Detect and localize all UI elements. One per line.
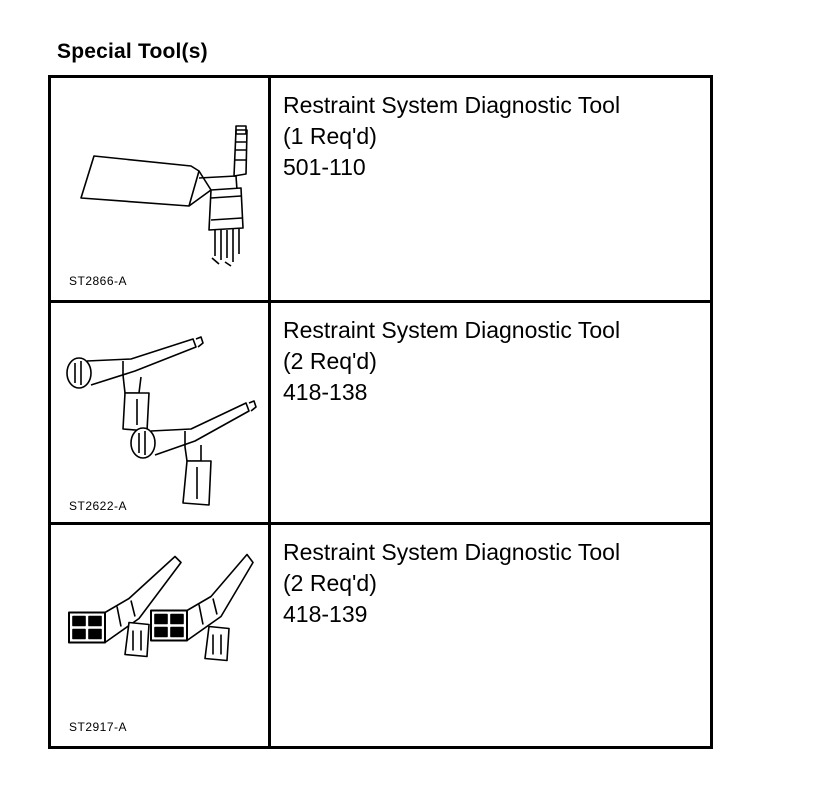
tool-name: Restraint System Diagnostic Tool — [283, 317, 621, 343]
diagnostic-lead-illustration — [66, 336, 257, 506]
tool-illustration-cell: ST2622-A — [51, 303, 271, 522]
tool-description: Restraint System Diagnostic Tool (1 Req'… — [283, 90, 702, 183]
tool-quantity: (1 Req'd) — [283, 123, 377, 149]
special-tools-table: ST2866-A Restraint System Diagnostic Too… — [48, 75, 713, 749]
tool-part-number: 418-138 — [283, 379, 368, 405]
tool-row: ST2622-A Restraint System Diagnostic Too… — [51, 303, 710, 525]
illustration-code: ST2917-A — [69, 720, 128, 734]
diagnostic-connector-illustration — [68, 553, 254, 662]
tool-description: Restraint System Diagnostic Tool (2 Req'… — [283, 315, 702, 408]
tool-row: ST2917-A Restraint System Diagnostic Too… — [51, 525, 710, 746]
tool-name: Restraint System Diagnostic Tool — [283, 92, 621, 118]
page-title: Special Tool(s) — [57, 40, 208, 63]
tool-quantity: (2 Req'd) — [283, 348, 377, 374]
tool-description: Restraint System Diagnostic Tool (2 Req'… — [283, 537, 702, 630]
tool-part-number: 501-110 — [283, 154, 366, 180]
tool-row: ST2866-A Restraint System Diagnostic Too… — [51, 78, 710, 303]
tool-name: Restraint System Diagnostic Tool — [283, 539, 621, 565]
tool-illustration-cell: ST2917-A — [51, 525, 271, 746]
diagnostic-harness-illustration — [80, 125, 248, 267]
tool-part-number: 418-139 — [283, 601, 368, 627]
illustration-code: ST2866-A — [69, 274, 128, 288]
tool-illustration-cell: ST2866-A — [51, 78, 271, 300]
tool-quantity: (2 Req'd) — [283, 570, 377, 596]
illustration-code: ST2622-A — [69, 499, 128, 513]
